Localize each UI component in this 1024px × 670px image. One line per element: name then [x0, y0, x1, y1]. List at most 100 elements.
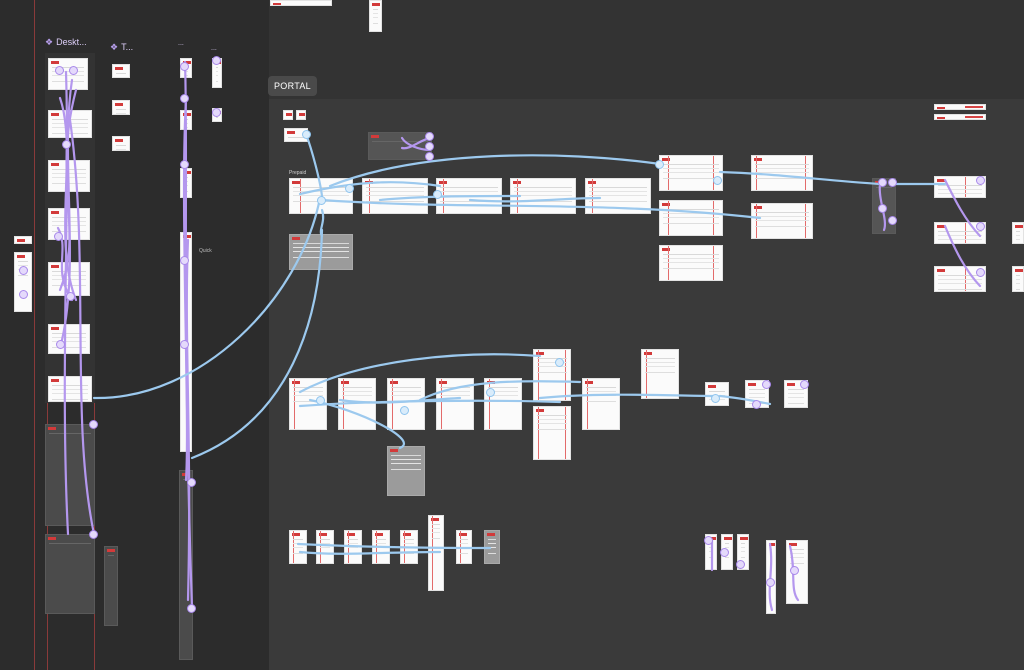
frame-portal-screen[interactable] [436, 178, 502, 214]
frame-portal-screen[interactable] [338, 378, 376, 430]
frame-desktop-screen[interactable] [48, 160, 90, 192]
frame-modal-overlay[interactable] [289, 234, 353, 270]
prototype-hotspot[interactable] [711, 394, 720, 403]
prototype-hotspot[interactable] [180, 340, 189, 349]
frame-desktop-screen[interactable] [48, 376, 92, 402]
prototype-hotspot[interactable] [878, 204, 887, 213]
frame-portal-screen[interactable] [585, 178, 651, 214]
frame-portal-screen[interactable] [372, 530, 390, 564]
prototype-hotspot[interactable] [89, 530, 98, 539]
prototype-hotspot[interactable] [736, 560, 745, 569]
frame-portal-screen[interactable] [436, 378, 474, 430]
frame-portal-screen[interactable] [1012, 222, 1024, 244]
frame-mobile-screen[interactable] [180, 110, 192, 130]
frame-component[interactable] [934, 104, 986, 110]
prototype-hotspot[interactable] [55, 66, 64, 75]
section-label-desktop[interactable]: ❖Deskt... [45, 37, 87, 48]
prototype-hotspot[interactable] [976, 268, 985, 277]
frame-portal-screen[interactable] [484, 378, 522, 430]
frame-portal-screen[interactable] [289, 530, 307, 564]
prototype-hotspot[interactable] [212, 56, 221, 65]
prototype-hotspot[interactable] [704, 536, 713, 545]
frame-portal-screen[interactable] [362, 178, 428, 214]
prototype-hotspot[interactable] [89, 420, 98, 429]
frame-portal-screen[interactable] [387, 378, 425, 430]
prototype-hotspot[interactable] [56, 340, 65, 349]
frame-tablet-screen[interactable] [112, 100, 130, 115]
prototype-hotspot[interactable] [180, 62, 189, 71]
prototype-hotspot[interactable] [888, 216, 897, 225]
prototype-hotspot[interactable] [976, 222, 985, 231]
prototype-hotspot[interactable] [345, 184, 354, 193]
prototype-hotspot[interactable] [400, 406, 409, 415]
frame-desktop-screen[interactable] [48, 110, 92, 138]
frame-thumbnail[interactable] [369, 0, 382, 32]
prototype-hotspot[interactable] [54, 232, 63, 241]
frame-portal-screen[interactable] [751, 155, 813, 191]
prototype-hotspot[interactable] [302, 130, 311, 139]
frame-tablet-screen[interactable] [112, 136, 130, 151]
frame-portal-screen[interactable] [659, 155, 723, 191]
prototype-hotspot[interactable] [317, 196, 326, 205]
prototype-hotspot[interactable] [62, 140, 71, 149]
frame-portal-screen[interactable] [428, 515, 444, 591]
prototype-hotspot[interactable] [790, 566, 799, 575]
frame-mobile-screen[interactable] [179, 470, 193, 660]
prototype-hotspot[interactable] [19, 266, 28, 275]
prototype-hotspot[interactable] [766, 578, 775, 587]
prototype-hotspot[interactable] [655, 160, 664, 169]
frame-desktop-screen[interactable] [48, 58, 88, 90]
frame-portal-screen[interactable] [1012, 266, 1024, 292]
frame-portal-screen[interactable] [344, 530, 362, 564]
frame-component[interactable] [934, 114, 986, 120]
frame-desktop-screen[interactable] [48, 324, 90, 354]
prototype-hotspot[interactable] [713, 176, 722, 185]
prototype-hotspot[interactable] [316, 396, 325, 405]
frame-portal-screen[interactable] [659, 245, 723, 281]
prototype-hotspot[interactable] [878, 178, 887, 187]
frame-portal-screen[interactable] [582, 378, 620, 430]
frame-portal-screen[interactable] [659, 200, 723, 236]
frame-mobile-screen[interactable] [180, 168, 192, 198]
prototype-hotspot[interactable] [212, 108, 221, 117]
frame-portal-screen[interactable] [283, 110, 293, 120]
frame-portal-screen[interactable] [510, 178, 576, 214]
frame-asset-sheet[interactable] [104, 546, 118, 626]
prototype-hotspot[interactable] [19, 290, 28, 299]
frame-portal-screen[interactable] [400, 530, 418, 564]
prototype-hotspot[interactable] [425, 132, 434, 141]
section-tag-portal[interactable]: PORTAL [268, 76, 317, 96]
frame-portal-screen[interactable] [456, 530, 472, 564]
frame-thumbnail[interactable] [14, 252, 32, 312]
frame-portal-screen[interactable] [296, 110, 306, 120]
prototype-hotspot[interactable] [180, 94, 189, 103]
section-label-ellipsis[interactable]: ... [178, 38, 184, 49]
section-label-ellipsis[interactable]: ... [211, 43, 217, 54]
prototype-hotspot[interactable] [180, 256, 189, 265]
frame-modal-overlay[interactable] [387, 446, 425, 496]
prototype-hotspot[interactable] [976, 176, 985, 185]
prototype-hotspot[interactable] [486, 388, 495, 397]
prototype-hotspot[interactable] [800, 380, 809, 389]
frame-portal-screen[interactable] [533, 349, 571, 401]
prototype-hotspot[interactable] [187, 604, 196, 613]
section-label-t[interactable]: ❖T... [110, 42, 133, 53]
prototype-hotspot[interactable] [425, 152, 434, 161]
frame-portal-screen[interactable] [533, 406, 571, 460]
prototype-hotspot[interactable] [720, 548, 729, 557]
frame-portal-screen[interactable] [766, 540, 776, 614]
frame-portal-screen[interactable] [316, 530, 334, 564]
prototype-hotspot[interactable] [433, 190, 442, 199]
prototype-hotspot[interactable] [69, 66, 78, 75]
frame-desktop-screen[interactable] [48, 262, 90, 296]
prototype-hotspot[interactable] [555, 358, 564, 367]
frame-thumbnail[interactable] [270, 0, 332, 6]
frame-tablet-screen[interactable] [112, 64, 130, 78]
prototype-hotspot[interactable] [187, 478, 196, 487]
frame-modal-overlay[interactable] [484, 530, 500, 564]
frame-portal-screen[interactable] [641, 349, 679, 399]
prototype-hotspot[interactable] [888, 178, 897, 187]
frame-variant-set[interactable] [368, 132, 432, 160]
prototype-hotspot[interactable] [425, 142, 434, 151]
